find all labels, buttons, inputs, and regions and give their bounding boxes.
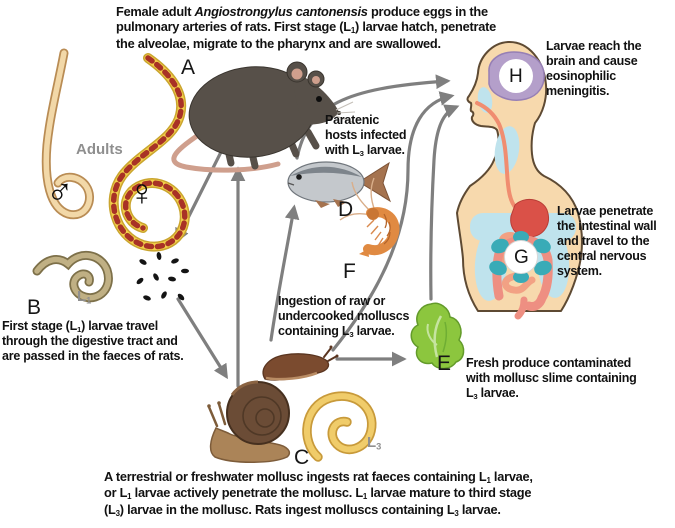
lettuce-icon	[410, 302, 465, 370]
cycle-arrows	[175, 74, 460, 388]
esophagus	[475, 101, 518, 210]
male-symbol-icon: ♂	[46, 170, 74, 211]
adults-label: Adults	[76, 141, 123, 158]
shrimp-icon	[339, 177, 400, 257]
l3-label: L3	[367, 434, 382, 452]
l1-larva-icon	[32, 251, 113, 303]
human-figure-icon	[456, 40, 583, 320]
male-worm-icon	[41, 48, 94, 220]
label-g: G	[514, 247, 529, 268]
label-d: D	[338, 198, 354, 221]
label-c: C	[294, 446, 310, 469]
label-b: B	[27, 296, 42, 319]
bottom-note: A terrestrial or freshwater mollusc inge…	[104, 469, 533, 518]
l1-label: L1	[77, 288, 92, 306]
faeces-dots-icon	[136, 252, 189, 301]
fish-icon	[287, 161, 392, 208]
arrow-fish-to-human-icon	[295, 74, 451, 160]
h-circle	[499, 59, 533, 93]
top-note: Female adult Angiostrongylus cantonensis…	[116, 4, 496, 51]
rat-icon	[171, 61, 356, 173]
label-h: H	[509, 66, 523, 87]
arrow-snail-to-fish-icon	[269, 204, 300, 342]
female-worm-icon	[108, 53, 190, 252]
l3-larva-icon	[302, 391, 377, 462]
intestinal-highlight	[489, 231, 552, 283]
arrow-faeces-to-snail-icon	[176, 297, 228, 380]
label-a: A	[181, 56, 196, 79]
slug-icon	[262, 345, 339, 381]
arrow-produce-to-human-icon	[429, 104, 460, 301]
female-symbol-icon: ♀	[128, 172, 156, 213]
arrow-mollusc-to-human-icon	[331, 91, 455, 352]
snail-icon	[207, 380, 291, 463]
label-f: F	[343, 260, 356, 283]
stomach	[510, 198, 549, 238]
g-circle	[504, 240, 538, 274]
label-e: E	[437, 352, 452, 375]
